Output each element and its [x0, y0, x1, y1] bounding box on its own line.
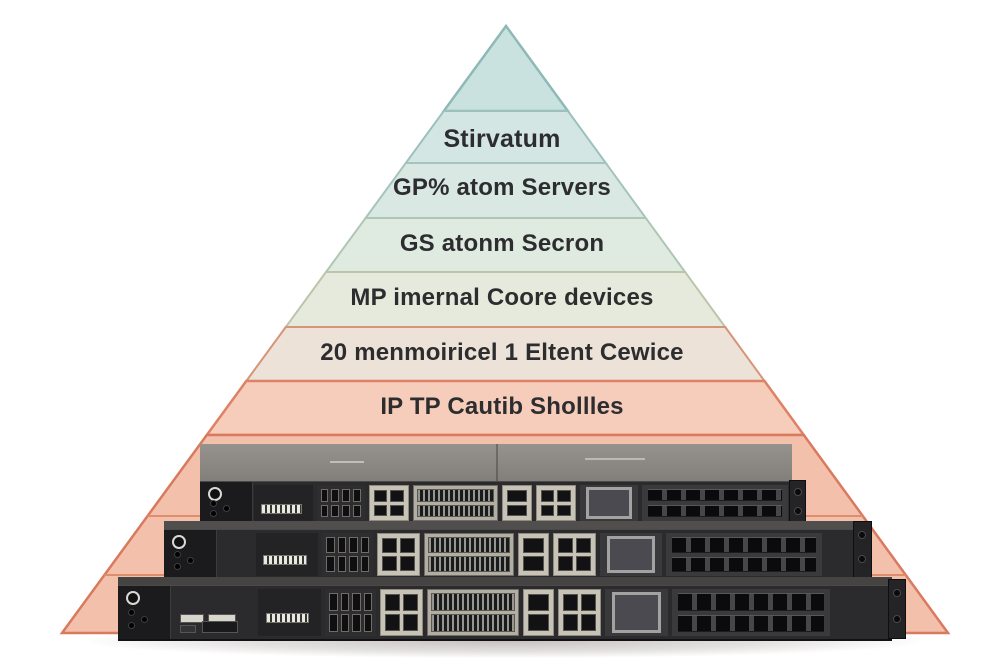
device-label: [265, 613, 310, 624]
screw-hole: [142, 616, 147, 622]
module-row: [258, 589, 830, 636]
lcd-bezel: [612, 591, 662, 634]
module-row: [254, 485, 788, 521]
brand-logo-badge: [172, 535, 186, 549]
sfp-port-rows: [672, 589, 830, 636]
io-module: [522, 589, 555, 636]
chassis-seam: [496, 444, 498, 481]
server-endcap: [200, 482, 253, 524]
io-module: [380, 589, 424, 636]
lcd-bezel: [586, 487, 632, 519]
vent-grille: [427, 589, 519, 636]
surface-marking: [330, 460, 365, 463]
device-label: [263, 555, 307, 566]
pyramid-tier-4: [283, 271, 728, 328]
screw-hole: [188, 558, 193, 564]
device-label-section: [256, 533, 319, 576]
lcd-screen: [589, 490, 629, 516]
port-block: [322, 533, 374, 576]
port-block: [324, 589, 377, 636]
module-row: [256, 533, 822, 576]
pyramid-tier-3: [324, 217, 688, 273]
brand-logo-badge: [208, 487, 222, 501]
pyramid-tier-apex: [441, 23, 571, 113]
lcd-screen-module: [605, 589, 669, 636]
vent-grille: [412, 485, 499, 521]
brand-logo-badge: [126, 591, 140, 605]
screw-hole: [129, 609, 134, 615]
pyramid-tier-6: [204, 379, 807, 437]
rack-ear: [789, 480, 806, 526]
screw-hole: [211, 511, 216, 517]
io-module: [553, 533, 596, 576]
server-unit-top: [200, 444, 806, 526]
console-port: [180, 624, 196, 633]
server-front-panel: [118, 585, 892, 641]
screw-hole: [175, 564, 180, 570]
surface-marking: [584, 458, 645, 461]
device-label: [261, 503, 302, 514]
io-module: [518, 533, 550, 576]
port-block: [316, 485, 365, 521]
pyramid-tier-2: [363, 162, 648, 219]
sfp-port-row: [671, 556, 816, 572]
io-module: [558, 589, 602, 636]
lcd-bezel: [606, 535, 656, 574]
vent-grille: [423, 533, 515, 576]
screw-hole: [129, 623, 134, 629]
sfp-port-row: [648, 489, 782, 501]
device-label-section: [254, 485, 313, 521]
lcd-screen-module: [579, 485, 639, 521]
server-top-surface: [200, 444, 792, 482]
io-module: [377, 533, 420, 576]
management-port: [202, 620, 238, 633]
server-endcap: [164, 530, 217, 579]
server-unit-middle: [164, 521, 872, 581]
lcd-screen-module: [599, 533, 662, 576]
server-endcap: [118, 586, 171, 639]
sfp-port-row: [678, 614, 824, 632]
rack-ear: [888, 579, 906, 639]
server-unit-bottom: [118, 577, 906, 641]
server-front-panel: [200, 481, 792, 526]
server-front-panel: [164, 529, 856, 581]
io-module: [368, 485, 409, 521]
io-module: [535, 485, 576, 521]
sfp-port-row: [671, 537, 816, 553]
sfp-port-rows: [665, 533, 822, 576]
screw-hole: [224, 506, 229, 512]
lcd-screen: [615, 594, 659, 631]
sfp-port-row: [648, 505, 782, 517]
pyramid-tier-5: [244, 326, 767, 382]
screw-hole: [211, 500, 216, 506]
lcd-screen: [609, 538, 653, 571]
usb-port: [180, 614, 204, 624]
sfp-port-rows: [642, 485, 788, 521]
rack-ear: [853, 521, 872, 578]
io-module: [502, 485, 532, 521]
device-label-section: [258, 589, 321, 636]
pyramid-tier-1: [403, 110, 608, 164]
sfp-port-row: [678, 593, 824, 611]
screw-hole: [175, 552, 180, 558]
